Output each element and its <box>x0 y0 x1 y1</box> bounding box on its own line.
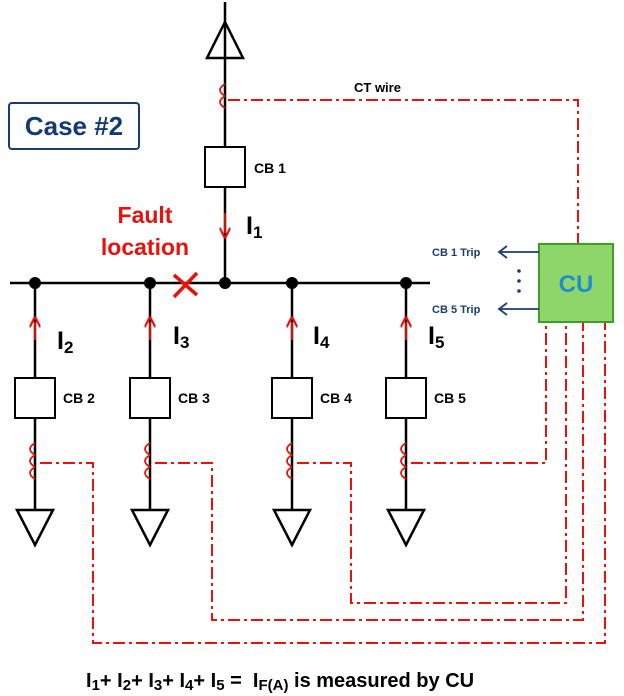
current-label-i3: I3 <box>173 322 189 352</box>
ct-wire-cb4 <box>297 322 567 604</box>
ct-wires <box>40 99 606 644</box>
bus-node-cb5 <box>400 277 412 289</box>
bus-node-cb1 <box>219 277 231 289</box>
breaker-cb4 <box>271 377 313 419</box>
breaker-label-cb5: CB 5 <box>434 390 466 406</box>
bus-node-cb4 <box>286 277 298 289</box>
feeder-cb4 <box>271 277 313 548</box>
feeder-cb1 <box>204 2 246 289</box>
breaker-label-cb1: CB 1 <box>254 160 286 176</box>
breaker-cb2 <box>14 377 56 419</box>
ellipsis-dot-2 <box>517 279 521 283</box>
load-triangle-cb3 <box>129 508 171 548</box>
ct-coil-cb1 <box>219 83 226 109</box>
current-label-i5: I5 <box>428 322 444 352</box>
ct-wire-cb3 <box>155 322 584 621</box>
ct-coil-cb3 <box>144 442 151 480</box>
fault-location-label-line2: location <box>101 234 189 260</box>
ct-wire-label: CT wire <box>354 80 401 95</box>
breaker-label-cb3: CB 3 <box>178 390 210 406</box>
bus-node-cb3 <box>144 277 156 289</box>
load-triangle-cb5 <box>385 508 427 548</box>
ellipsis-dot-1 <box>517 269 521 273</box>
current-label-i1: I1 <box>246 212 262 242</box>
fault-marker-x <box>172 271 199 299</box>
current-label-i2: I2 <box>57 327 73 357</box>
load-triangle-cb2 <box>14 508 56 548</box>
load-triangle-cb4 <box>271 508 313 548</box>
fault-location-label-line1: Fault <box>118 202 173 228</box>
equation-caption: I1+ I2+ I3+ I4+ I5 = IF(A) is measured b… <box>86 670 474 694</box>
case-label: Case #2 <box>24 110 124 141</box>
trip-label-top: CB 1 Trip <box>432 247 481 259</box>
trip-label-bottom: CB 5 Trip <box>432 304 481 316</box>
ct-coil-cb2 <box>29 442 36 480</box>
ct-wire-cb2 <box>40 322 606 644</box>
feeder-cb5 <box>385 277 427 548</box>
control-unit-box <box>538 243 614 323</box>
feeder-cb3 <box>129 277 171 548</box>
breaker-cb3 <box>129 377 171 419</box>
ellipsis-dot-3 <box>517 289 521 293</box>
control-unit-label: CU <box>559 271 594 298</box>
ct-coil-cb4 <box>286 442 293 480</box>
breaker-cb1 <box>204 146 246 188</box>
breaker-label-cb4: CB 4 <box>320 390 352 406</box>
ct-wire-cb1 <box>228 99 579 244</box>
bus-node-cb2 <box>29 277 41 289</box>
current-label-i4: I4 <box>313 322 330 352</box>
feeder-cb2 <box>14 277 56 548</box>
breaker-cb5 <box>385 377 427 419</box>
trip-arrows <box>497 245 539 316</box>
ct-coil-cb5 <box>400 442 407 480</box>
breaker-label-cb2: CB 2 <box>63 390 95 406</box>
case-label-box: Case #2 <box>8 102 140 150</box>
